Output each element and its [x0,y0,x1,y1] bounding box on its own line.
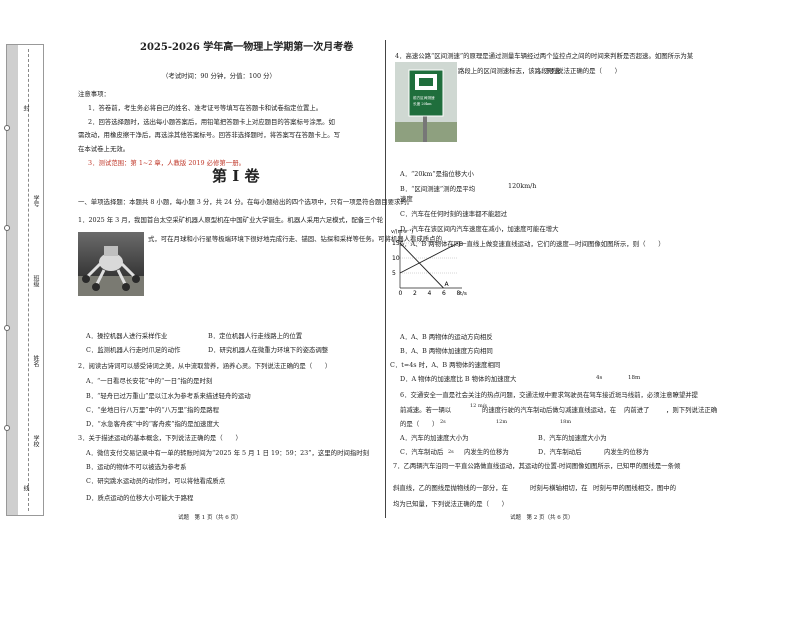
page-2-footer: 试题 第 2 页（共 6 页） [510,515,574,521]
binding-label-school: 学校 [32,435,39,447]
exam-title: 2025-2026 学年高一物理上学期第一次月考卷 [140,42,354,53]
series-label-b: B [459,241,463,248]
q6-line-3: 的是（ ） [400,420,439,428]
binding-marker-line: 线 [22,485,29,491]
q7-line-2-a: 斜直线，乙的图线是抛物线的一部分，在 [393,484,509,492]
q3-option-b: B．运动的物体不可以被选为参考系 [86,463,187,471]
q2-option-c: C．“坐地日行八万里”中的“八万里”指的是路程 [86,406,219,414]
q6-line-2-b: 的速度行驶的汽车制动后做匀减速直线运动，在 [482,406,617,414]
speed-sign-photo: 前方区间测速 长度 20km [395,62,457,142]
q1-line-2: 式，可在月球和小行星等极端环境下很好地完成行走、锚固、钻探和采样等任务。可将机器… [148,235,442,243]
vt-chart: 0 2 4 6 8 5 10 15 t/s v/(m·s⁻¹) A B [391,229,467,297]
note-2-line-2: 需改动，用橡皮擦干净后，再选涂其他答案标号。回答非选择题时，将答案写在答题卡上。… [78,131,341,139]
q4-line-1: 4．高速公路“区间测速”的原理是通过测量车辆经过两个监控点之间的时间来判断是否超… [395,52,694,60]
speed-limit-value: 120km/h [508,182,537,190]
y-tick-label: 15 [392,240,400,247]
q6-option-c: C．汽车制动后 [400,448,444,456]
q2-option-b: B．“轻舟已过万重山”是以江水为参考系来描述轻舟的运动 [86,392,251,400]
q6-line-2-a: 前减速。若一辆以 [400,406,452,414]
binding-label-class: 班级 [32,275,39,287]
q6-option-d: D．汽车制动后 [538,448,582,456]
series-label-a: A [445,281,450,288]
note-1: 1．答卷前，考生务必将自己的姓名、准考证号等填写在答题卡和试卷指定位置上。 [88,104,323,112]
q7-line-3: 均为已知量，下列说法正确的是（ ） [393,500,509,508]
q5-option-d: D．A 物体的加速度比 B 物体的加速度大 [400,375,517,383]
binding-label-student-id: 学号 [32,195,39,207]
binding-cut-line [28,49,29,511]
series-line-b [399,242,459,274]
q4-option-a: A．“20km”是指位移大小 [400,170,474,178]
section-heading: 第 I 卷 [212,167,260,185]
q6-speed: 12 m/s [470,403,487,409]
q6-time: 4s [596,375,603,381]
page-1-footer: 试题 第 1 页（共 6 页） [178,515,242,521]
y-tick-label: 5 [392,270,396,277]
binding-hole [4,225,10,231]
note-3: 3．测试范围：第 1~2 章，人教版 2019 必修第一册。 [88,159,245,167]
q7-line-2-b: 时刻与横轴相切，在 [530,484,588,492]
y-tick-label: 10 [392,255,400,262]
q3-stem: 3．关于描述运动的基本概念，下列说法正确的是（ ） [78,434,242,442]
series-line-a [399,242,444,289]
binding-label-name: 姓名 [32,355,39,367]
x-tick-label: 6 [442,290,446,297]
q6-option-a-value: 2s [440,419,446,425]
exam-info: （考试时间：90 分钟，分值：100 分） [162,72,276,80]
q3-option-a: A．微信支付交易记录中有一单的转账时间为“2025 年 5 月 1 日 19：5… [86,449,370,457]
q5-option-a: A．A、B 两物体的运动方向相反 [400,333,493,341]
q1-option-b: B．定位机器人行走线路上的位置 [208,332,303,340]
q2-option-d: D．“水急客舟疾”中的“客舟疾”指的是加速度大 [86,420,220,428]
q3-option-c: C．研究跳水运动员的动作时，可以将他看成质点 [86,477,226,485]
q6-option-b: B．汽车的加速度大小为 [538,434,607,442]
note-2-line-3: 在本试卷上无效。 [78,145,130,153]
q2-stem: 2．阅读古诗词可以感受诗词之美，从中流取营养，涵养心灵。下列说法正确的是（ ） [78,362,332,370]
q6-distance: 18m [628,375,641,381]
q6-line-2-d: ，则下列说法正确 [666,406,718,414]
binding-hole [4,125,10,131]
x-tick-label: 8 [457,290,461,297]
x-axis-label: t/s [460,291,467,297]
q5-option-c: C．t=4s 时，A、B 两物体的速度相同 [390,361,501,369]
y-axis-label: v/(m·s⁻¹) [391,229,413,235]
q4-option-d: D．汽车在该区间内汽车速度在减小，加速度可能在增大 [400,225,559,233]
x-tick-label: 0 [399,290,403,297]
q2-option-a: A．“一日看尽长安花”中的“一日”指的是时刻 [86,377,213,385]
q6-option-c-time: 2s [448,449,454,455]
q6-line-2-c: 内前进了 [624,406,650,414]
binding-hole [4,325,10,331]
binding-strip: 学号 班级 姓名 学校 封 线 [4,44,44,516]
binding-hole [4,425,10,431]
q1-option-c: C．监测机器人行走时爪足的动作 [86,346,181,354]
q1-option-d: D．研究机器人在微重力环境下的姿态调整 [208,346,329,354]
q1-line-1: 1．2025 年 3 月，我国首台太空采矿机器人原型机在中国矿业大学诞生。机器人… [78,216,384,224]
x-tick-label: 4 [428,290,432,297]
q6-option-d-cont: 内发生的位移为 [604,448,649,456]
q6-option-d-time: 18m [560,419,572,425]
q3-option-d: D．质点运动的位移大小可能大于路程 [86,494,194,502]
q7-line-2-c: 时刻与甲的图线相交，图中的 [593,484,677,492]
x-tick-label: 2 [413,290,417,297]
q6-line-1: 6．交通安全一直是社会关注的热点问题，交通法规中要求驾驶员在驾车接近斑马线前，必… [400,391,699,399]
note-2-line-1: 2．回答选择题时，选出每小题答案后，用铅笔把答题卡上对应题目的答案标号涂黑。如 [88,118,335,126]
q7-line-1: 7．乙两辆汽车沿同一平直公路做直线运动，其运动的位置-时间图像如图所示，已知甲的… [393,462,681,470]
sign-text-2: 长度 20km [413,102,432,106]
q4-option-b-cont: 速度 [400,195,413,203]
column-divider [385,40,386,518]
binding-gray-strip [7,45,18,515]
q5-option-b: B．A、B 两物体加速度方向相同 [400,347,493,355]
q4-line-2-end: ，下列说法正确的是（ ） [538,67,622,75]
q4-line-2-start: 路段上的区间测速标志，该路段限速 [458,67,561,75]
q4-option-c: C．汽车在任何时刻的速率都不能超过 [400,210,508,218]
notes-heading: 注意事项： [78,90,110,98]
q5-stem: 5．A、B 两物体在同一直线上做变速直线运动，它们的速度—时间图像如图所示，则（… [400,240,665,248]
mc-intro: 一、单项选择题：本题共 8 小题，每小题 3 分，共 24 分。在每小题给出的四… [78,198,414,206]
q6-option-b-value: 12m [496,419,508,425]
q6-option-a: A．汽车的加速度大小为 [400,434,469,442]
q4-option-b: B．“区间测速”测的是平均 [400,185,476,193]
q6-option-c-cont: 内发生的位移为 [464,448,509,456]
q1-option-a: A．操控机器人进行采样作业 [86,332,168,340]
sign-text-1: 前方区间测速 [413,96,435,100]
binding-marker-seal: 封 [22,105,29,111]
robot-photo [78,232,144,296]
